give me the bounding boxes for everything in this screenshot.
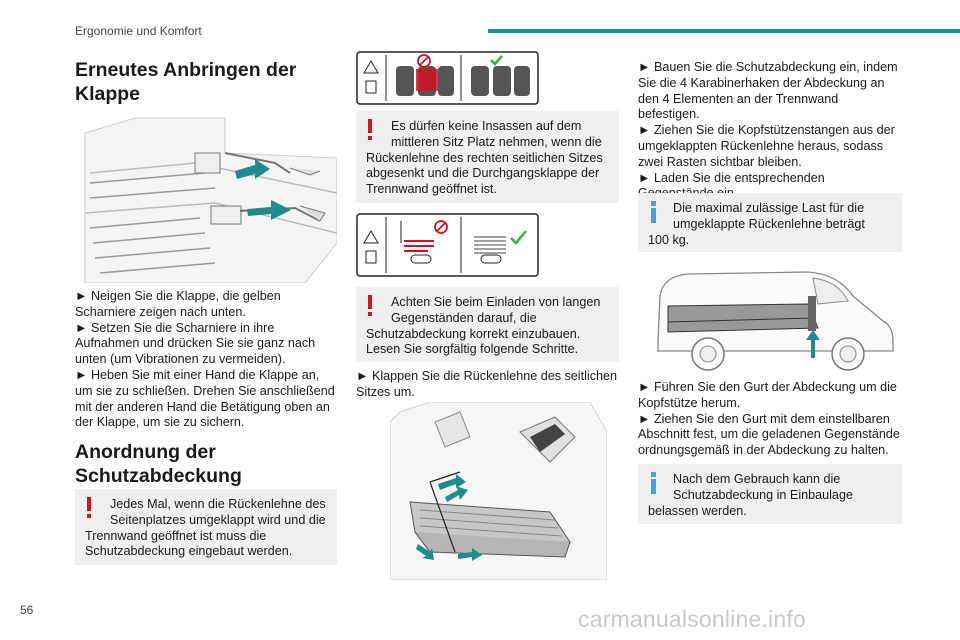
info-icon	[650, 201, 658, 223]
warning-text-rest: Trennwand geöffnet ist muss die Schutzab…	[85, 528, 293, 559]
info-note-max-load: Die maximal zulässige Last für die umgek…	[638, 193, 902, 252]
seat-fold-illustration	[390, 402, 607, 580]
warning-note-middle-2: Achten Sie beim Einladen von langen Gege…	[356, 287, 619, 362]
warning-note-middle-1: Es dürfen keine Insassen auf dem mittler…	[356, 111, 619, 203]
info-text-first: Die maximal zulässige Last für die umgek…	[673, 201, 865, 231]
warning-icon	[85, 497, 93, 519]
watermark: carmanualsonline.info	[578, 606, 806, 632]
warning-text-rest: Rückenlehne des rechten seitlichen Sitze…	[366, 150, 603, 197]
step-item: ► Klappen Sie die Rückenlehne des seitli…	[356, 369, 618, 399]
van-side-illustration	[648, 266, 898, 376]
strap-steps: ► Führen Sie den Gurt der Abdeckung um d…	[638, 380, 902, 459]
seat-warning-pictogram-1	[356, 51, 539, 105]
info-note-after-use: Nach dem Gebrauch kann die Schutzabdecku…	[638, 464, 902, 524]
heading-line: Anordnung der	[75, 441, 216, 463]
step-item: ► Neigen Sie die Klappe, die gelben Scha…	[75, 289, 281, 319]
flap-hinge-illustration	[75, 113, 337, 283]
info-text-rest: 100 kg.	[648, 232, 690, 247]
step-item: ► Setzen Sie die Scharniere in ihre Aufn…	[75, 320, 316, 367]
page-number: 56	[20, 603, 34, 617]
info-icon	[650, 472, 658, 494]
warning-text-first: Jedes Mal, wenn die Rückenlehne des Seit…	[110, 497, 326, 527]
middle-step: ► Klappen Sie die Rückenlehne des seitli…	[356, 369, 619, 401]
warning-text-first: Es dürfen keine Insassen auf dem mittler…	[391, 119, 602, 149]
info-text-first: Nach dem Gebrauch kann die Schutzabdecku…	[673, 472, 853, 502]
warning-note-left: Jedes Mal, wenn die Rückenlehne des Seit…	[75, 489, 337, 565]
header-accent-bar	[488, 29, 960, 33]
step-item: ► Bauen Sie die Schutzabdeckung ein, ind…	[638, 60, 898, 122]
header-section-title: Ergonomie und Komfort	[75, 24, 202, 38]
step-item: ► Führen Sie den Gurt der Abdeckung um d…	[638, 380, 897, 410]
warning-text-rest: Schutzabdeckung korrekt einzubauen. Lese…	[366, 326, 581, 357]
seat-warning-pictogram-2	[356, 213, 539, 277]
warning-text-first: Achten Sie beim Einladen von langen Gege…	[391, 295, 601, 325]
warning-icon	[366, 119, 374, 141]
info-text-rest: belassen werden.	[648, 503, 747, 518]
heading-cover-arrangement: Anordnung der Schutzabdeckung	[75, 440, 335, 488]
heading-line: Schutzabdeckung	[75, 465, 242, 487]
step-item: ► Ziehen Sie den Gurt mit dem einstellba…	[638, 411, 900, 458]
heading-reattach-flap: Erneutes Anbringen der Klappe	[75, 59, 297, 105]
step-item: ► Heben Sie mit einer Hand die Klappe an…	[75, 367, 335, 430]
step-item: ► Ziehen Sie die Kopfstützenstangen aus …	[638, 123, 895, 169]
install-steps: ► Bauen Sie die Schutzabdeckung ein, ind…	[638, 60, 902, 202]
warning-icon	[366, 295, 374, 317]
reattach-steps: ► Neigen Sie die Klappe, die gelben Scha…	[75, 289, 337, 431]
